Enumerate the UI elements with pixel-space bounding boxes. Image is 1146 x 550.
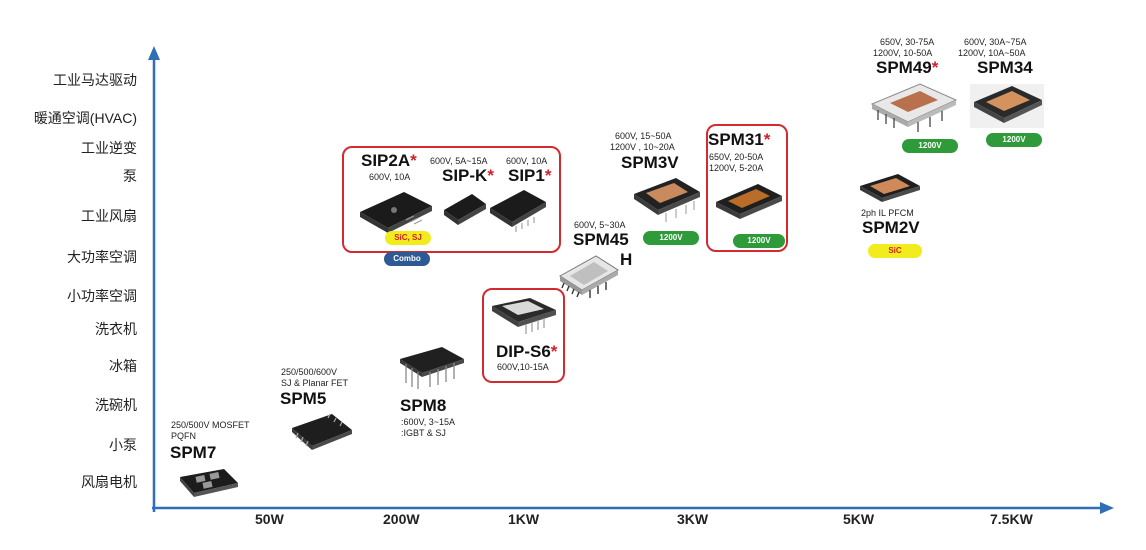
spm7-spec-1: 250/500V MOSFET [171,420,250,430]
spm34-chip-image [970,84,1044,128]
sip1-name-text: SIP1 [508,166,545,185]
spm8-name: SPM8 [400,396,447,415]
y-label-small-pump: 小泵 [109,437,137,453]
dip-s6-name: DIP-S6* [496,342,557,362]
dip-s6-spec-1: 600V,10-15A [497,362,549,372]
spm5-spec-2: SJ & Planar FET [281,378,349,388]
y-label-industrial-inverter: 工业逆变 [81,140,137,156]
spm34-1200v-badge: 1200V [986,133,1042,147]
spm49-chip-image [870,83,958,132]
y-label-hvac: 暖通空调(HVAC) [33,110,137,126]
x-label-3kw: 3KW [677,511,709,527]
spm31-spec-2: 1200V, 5-20A [709,163,764,173]
spm8-chip-image [400,347,464,389]
sip-k-star: * [487,166,494,185]
x-axis-arrow [1100,502,1114,514]
y-label-high-power-ac: 大功率空调 [67,249,137,265]
spm3v-chip-image [634,178,700,222]
sip1-star: * [544,166,552,185]
x-label-200w: 200W [383,511,420,527]
spm7-chip-image [180,469,238,497]
spm45h-chip-image [559,255,619,298]
sip1-spec-1: 600V, 10A [506,156,548,166]
spm5-chip-image [292,413,352,450]
y-label-fan-motor: 风扇电机 [81,474,137,490]
sip-k-name-text: SIP-K [442,166,488,185]
x-label-50w: 50W [255,511,284,527]
y-label-industrial-fan: 工业风扇 [81,208,137,224]
y-label-washer: 洗衣机 [95,321,137,337]
y-label-fridge: 冰箱 [109,358,137,374]
sip2a-chip-image [360,192,432,233]
spm31-highlight-box [706,124,788,252]
x-label-5kw: 5KW [843,511,875,527]
y-label-pump: 泵 [123,168,137,184]
spm3v-1200v-badge: 1200V [643,231,699,245]
spm45h-spec-1: 600V, 5~30A [574,220,626,230]
y-label-industrial-motor: 工业马达驱动 [53,72,137,88]
sip2a-combo-badge: Combo [384,252,430,266]
spm8-spec-1: :600V, 3~15A [401,417,455,427]
spm45h-name-line-1: SPM45 [573,230,629,249]
dip-s6-highlight-box [482,288,565,383]
spm34-spec-2: 1200V, 10A~50A [958,48,1026,58]
spm3v-spec-2: 1200V , 10~20A [610,142,675,152]
dip-s6-name-text: DIP-S6 [496,342,551,361]
sip2a-star: * [410,151,417,170]
spm31-name-text: SPM31 [708,130,764,149]
sip2a-sic-sj-badge: SiC, SJ [385,231,431,245]
spm49-name: SPM49* [876,58,938,78]
spm49-star: * [931,58,939,77]
dip-s6-chip-image [492,298,556,334]
spm2v-name: SPM2V [862,218,920,237]
sip2a-name: SIP2A* [361,151,417,171]
y-axis-arrow [148,46,160,60]
y-label-low-power-ac: 小功率空调 [67,288,137,304]
sip-k-chip-image [444,194,486,225]
spm7-name: SPM7 [170,443,217,462]
spm45h-name-line-2: H [620,250,633,269]
spm31-spec-1: 650V, 20-50A [709,152,764,162]
spm5-name: SPM5 [280,389,327,408]
spm49-spec-1: 650V, 30-75A [880,37,935,47]
sip-group-highlight-box [342,146,561,253]
spm31-name: SPM31* [708,130,770,150]
sip1-chip-image [490,190,546,232]
sip-k-spec-1: 600V, 5A~15A [430,156,488,166]
sip1-name: SIP1* [508,166,551,186]
spm31-chip-image [716,184,782,219]
spm8-spec-2: :IGBT & SJ [401,428,446,438]
spm7-spec-2: PQFN [171,431,197,441]
spm3v-spec-1: 600V, 15~50A [615,131,672,141]
y-label-dishwasher: 洗碗机 [95,397,137,413]
spm49-spec-2: 1200V, 10-50A [873,48,933,58]
x-label-7-5kw: 7.5KW [990,511,1033,527]
spm2v-sic-badge: SiC [868,244,922,258]
spm3v-name: SPM3V [621,153,679,172]
spm34-name: SPM34 [977,58,1033,77]
spm31-star: * [763,130,771,149]
spm5-spec-1: 250/500/600V [281,367,338,377]
x-label-1kw: 1KW [508,511,540,527]
spm49-name-text: SPM49 [876,58,932,77]
spm31-1200v-badge: 1200V [733,234,785,248]
spm34-spec-1: 600V, 30A~75A [964,37,1027,47]
sip-k-name: SIP-K* [442,166,494,186]
sip2a-name-text: SIP2A [361,151,411,170]
sip2a-spec-1: 600V, 10A [369,172,411,182]
spm49-1200v-badge: 1200V [902,139,958,153]
spm2v-spec-1: 2ph IL PFCM [861,208,914,218]
dip-s6-star: * [550,342,558,361]
spm2v-chip-image [860,174,920,202]
